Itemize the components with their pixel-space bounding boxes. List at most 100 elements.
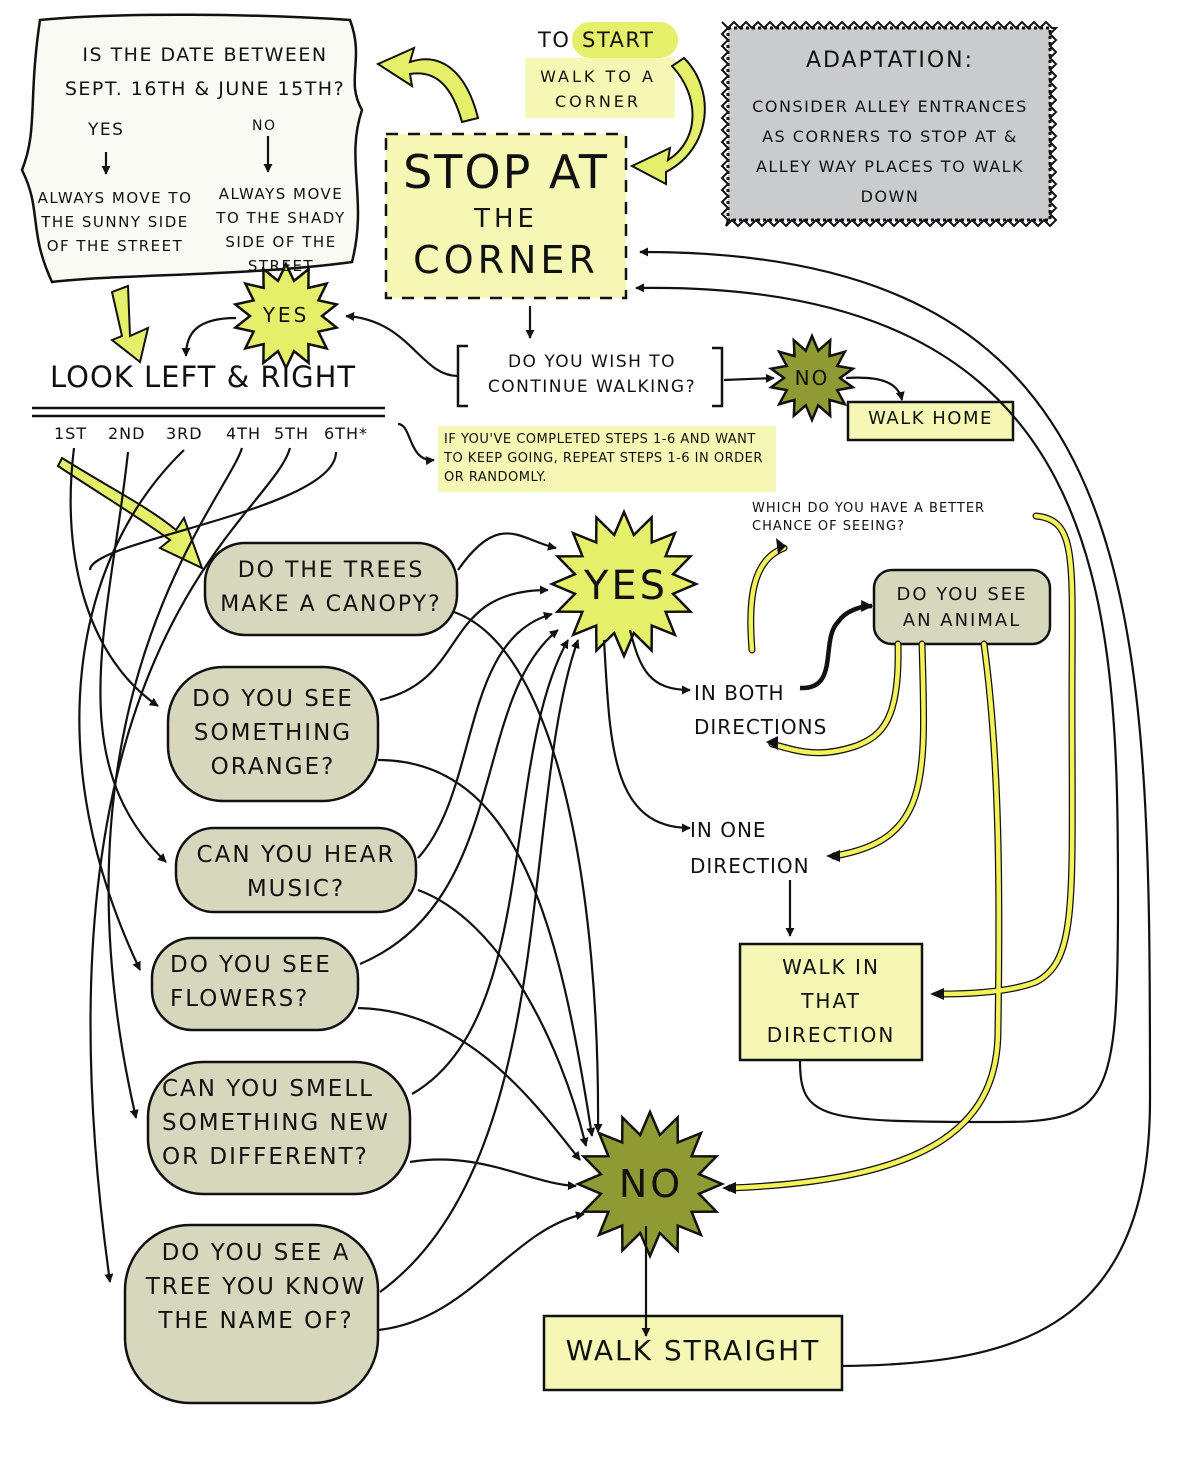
start-pill <box>572 22 678 58</box>
q-box-music <box>174 826 418 914</box>
yes-mid-starburst-icon <box>548 508 700 660</box>
arrowhead-to-both-icon <box>766 736 778 750</box>
step-2-connector <box>99 451 167 863</box>
better-chance-label: WHICH DO YOU HAVE A BETTER CHANCE OF SEE… <box>752 501 986 534</box>
yes-top-starburst-icon <box>232 261 340 371</box>
stop-corner-box <box>384 132 628 300</box>
step-3-label: 3RD <box>166 424 203 443</box>
walk-to-corner-box <box>525 58 675 118</box>
adaptation-box <box>726 26 1052 222</box>
stop-corner-label: CORNER <box>413 238 599 282</box>
walk-straight-label: WALK STRAIGHT <box>565 1334 821 1367</box>
question-music: CAN YOU HEAR MUSIC? <box>196 842 396 902</box>
curved-arrow-to-canopy-icon <box>56 456 204 570</box>
walk-to-corner-label: WALK TO A CORNER <box>540 67 656 111</box>
no-mid-label: NO <box>618 1162 684 1206</box>
arrowhead-to-one-icon <box>826 850 840 862</box>
no-top-label: NO <box>794 366 830 390</box>
step-4-label: 4TH <box>226 424 261 443</box>
yellow-both-to-chance-path <box>748 545 787 653</box>
yellow-animal-to-one-path <box>831 641 926 859</box>
yellow-better-chance-path <box>937 513 1075 997</box>
repeat-note: IF YOU'VE COMPLETED STEPS 1-6 AND WANT T… <box>444 432 763 485</box>
date-yes-label: YES <box>88 120 125 140</box>
adaptation-title: ADAPTATION: <box>805 48 975 73</box>
sunny-side-label: ALWAYS MOVE TO THE SUNNY SIDE OF THE STR… <box>37 189 193 255</box>
walk-that-loop <box>635 283 1120 1124</box>
yes-to-one <box>602 639 691 833</box>
music-to-yes <box>417 611 553 859</box>
arrow-6th-to-note <box>397 422 435 466</box>
question-canopy: DO THE TREES MAKE A CANOPY? <box>220 558 442 617</box>
arrow-no-to-home <box>845 376 905 401</box>
walk-home-box <box>846 400 1015 442</box>
step-1-connector <box>69 447 159 707</box>
question-flowers: DO YOU SEE FLOWERS? <box>170 952 332 1012</box>
yes-mid-label: YES <box>583 563 669 609</box>
walk-straight-loop <box>639 247 1152 1368</box>
yes-to-both <box>628 629 691 695</box>
step-3-connector <box>78 449 185 971</box>
curved-arrow-to-look-icon <box>110 284 150 364</box>
animal-box <box>872 568 1052 646</box>
step-5-label: 5TH <box>274 424 309 443</box>
date-question: IS THE DATE BETWEEN SEPT. 16TH & JUNE 15… <box>64 44 346 100</box>
date-no-label: NO <box>252 118 277 134</box>
curved-arrow-start-to-stop-icon <box>629 56 706 186</box>
walk-home-label: WALK HOME <box>868 408 993 429</box>
arrowhead-to-no-icon <box>722 1182 736 1194</box>
step-1-label: 1ST <box>54 424 88 443</box>
walk-that-box <box>738 942 924 1062</box>
shady-side-label: ALWAYS MOVE TO THE SHADY SIDE OF THE STR… <box>216 185 346 275</box>
animal-question: DO YOU SEE AN ANIMAL <box>896 584 1028 631</box>
flowers-to-no <box>357 1006 581 1161</box>
step-5-connector <box>89 447 292 1283</box>
question-smell: CAN YOU SMELL SOMETHING NEW OR DIFFERENT… <box>162 1076 391 1170</box>
q-box-flowers <box>150 936 360 1032</box>
step-4-connector <box>107 447 244 1119</box>
to-label: TO <box>538 28 571 52</box>
curved-arrow-stop-to-date-icon <box>375 46 480 124</box>
one-direction-label: IN ONE DIRECTION <box>690 818 810 878</box>
q-box-smell <box>146 1060 412 1196</box>
tree-to-yes <box>379 639 580 1293</box>
walk-that-label: WALK IN THAT DIRECTION <box>766 955 896 1047</box>
orange-to-no <box>377 758 596 1137</box>
no-top-starburst-icon <box>767 332 857 424</box>
yellow-animal-to-both-path <box>769 641 901 756</box>
stop-at-label: STOP AT <box>403 145 609 199</box>
smell-to-yes <box>411 639 569 1095</box>
no-mid-starburst-icon <box>574 1108 726 1260</box>
walk-straight-box <box>542 1314 844 1392</box>
yellow-animal-to-no-path <box>727 641 1002 1191</box>
step-2-label: 2ND <box>108 424 146 443</box>
question-tree: DO YOU SEE A TREE YOU KNOW THE NAME OF? <box>145 1240 367 1334</box>
arrow-continue-to-yes <box>345 312 459 378</box>
arrowhead-to-walk-that-icon <box>930 988 944 1000</box>
arrow-continue-to-no <box>723 373 775 383</box>
canopy-to-no <box>453 610 603 1133</box>
arrow-yes-to-look <box>181 316 237 357</box>
both-directions-label: IN BOTH DIRECTIONS <box>694 681 828 739</box>
adaptation-zigzag-border <box>720 20 1059 228</box>
stop-the-label: THE <box>474 204 538 234</box>
arrowhead-to-chance-icon <box>776 538 786 554</box>
music-to-no <box>417 888 589 1147</box>
repeat-note-box <box>438 426 776 492</box>
tree-to-no <box>377 1211 585 1332</box>
step-6-connector <box>88 451 338 571</box>
q-box-tree <box>123 1223 380 1405</box>
orange-to-yes <box>379 585 549 702</box>
both-to-animal <box>799 600 874 691</box>
date-question-box <box>20 13 364 284</box>
yes-top-label: YES <box>262 303 310 327</box>
smell-to-no <box>409 1158 577 1191</box>
continue-question: DO YOU WISH TO CONTINUE WALKING? <box>487 352 697 397</box>
question-orange: DO YOU SEE SOMETHING ORANGE? <box>192 686 354 780</box>
q-box-canopy <box>203 541 459 637</box>
adaptation-text: CONSIDER ALLEY ENTRANCES AS CORNERS TO S… <box>752 97 1028 206</box>
q-box-orange <box>166 665 380 803</box>
step-6-label: 6TH* <box>324 424 368 443</box>
